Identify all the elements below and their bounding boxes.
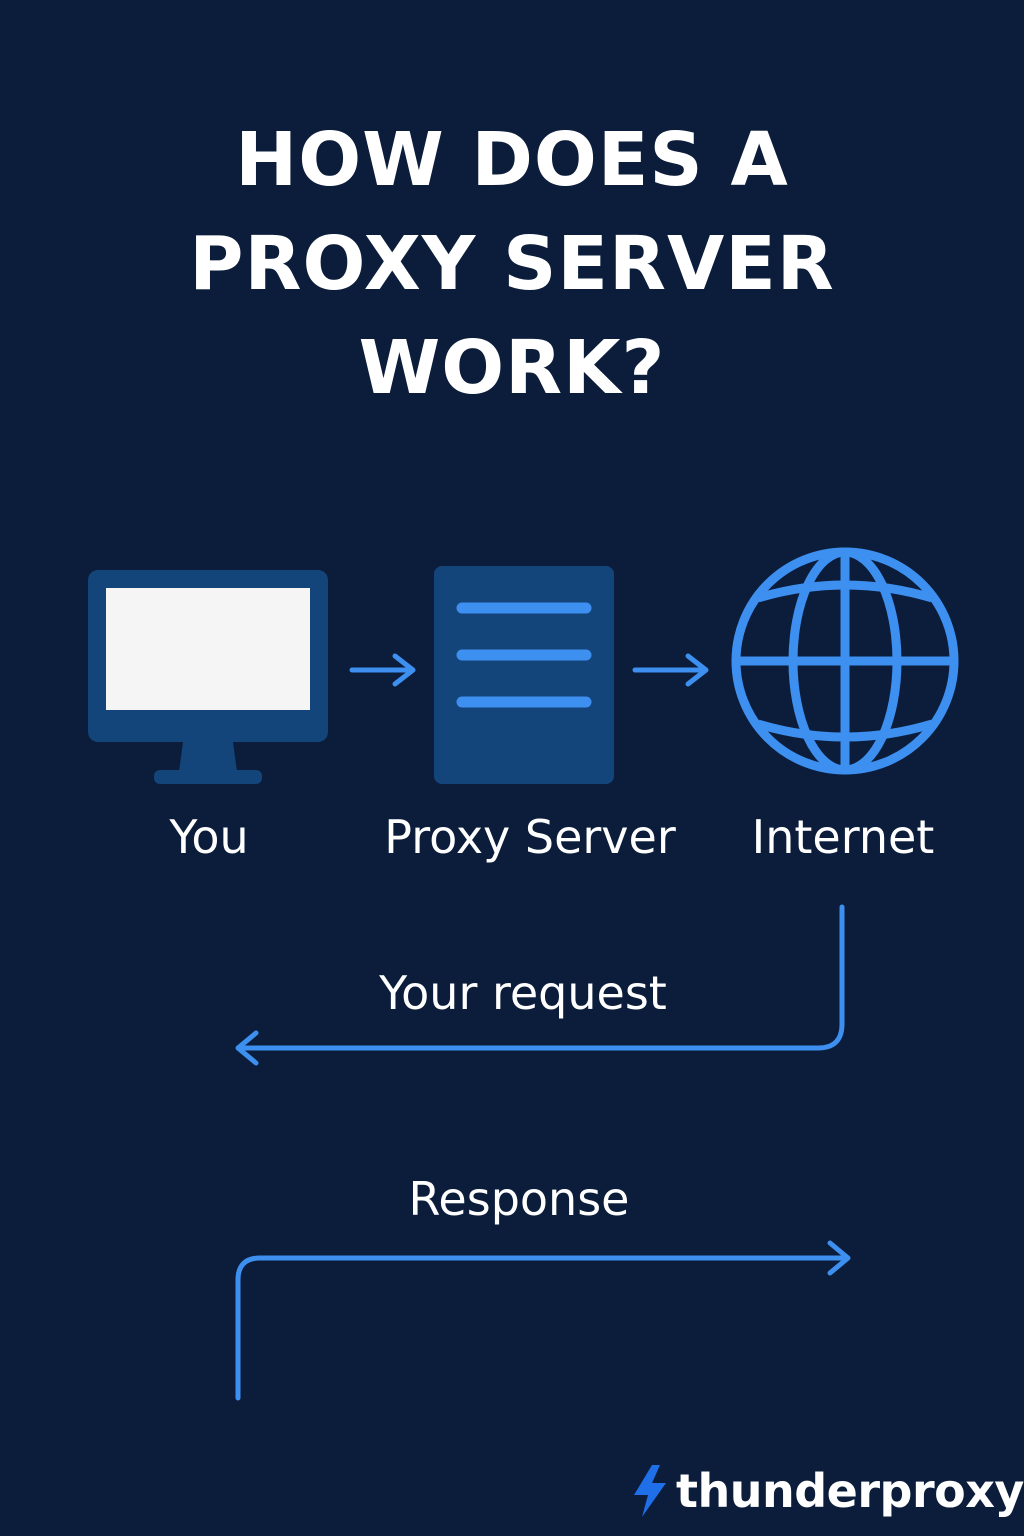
title-line-2: PROXY SERVER [189, 221, 835, 307]
server-icon [434, 566, 614, 784]
response-arrow [235, 1240, 851, 1401]
arrow-you-to-proxy [349, 653, 416, 687]
node-label-proxy-server: Proxy Server [384, 810, 676, 864]
title-line-1: HOW DOES A [235, 117, 789, 203]
brand-logo: thunderproxy [630, 1456, 1024, 1526]
monitor-icon [88, 570, 328, 784]
title-line-3: WORK? [358, 325, 666, 411]
globe-icon [731, 547, 959, 775]
response-label: Response [408, 1172, 630, 1226]
node-label-you: You [169, 810, 249, 864]
brand-name: thunderproxy [676, 1464, 1024, 1518]
node-label-internet: Internet [751, 810, 935, 864]
request-label: Your request [379, 966, 667, 1020]
arrow-proxy-to-internet [632, 653, 709, 687]
lightning-bolt-icon [634, 1465, 666, 1517]
page-title: HOW DOES A PROXY SERVER WORK? [0, 108, 1024, 420]
request-arrow [235, 904, 845, 1066]
